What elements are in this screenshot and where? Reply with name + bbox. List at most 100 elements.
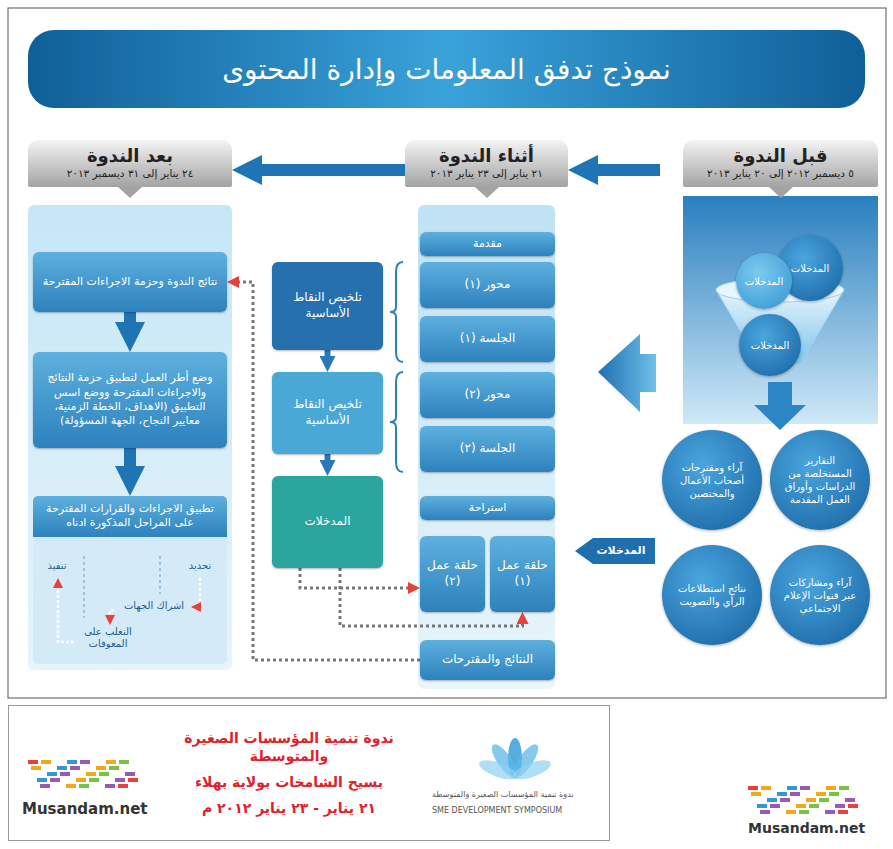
phase-panel: [28, 205, 232, 670]
logo-bar: [31, 766, 41, 770]
node-text: حلقة عمل (٢): [426, 558, 479, 589]
node-text: الجلسة (١): [460, 331, 515, 347]
node-text: تلخيص النقاط الأساسية: [278, 290, 377, 321]
node-text: استراحة: [469, 501, 506, 515]
logo-bar: [796, 804, 806, 808]
summary-box: تلخيص النقاط الأساسية: [272, 372, 383, 454]
diagram-title: نموذج تدفق المعلومات وإدارة المحتوى: [28, 30, 865, 108]
node-text: حلقة عمل (١): [496, 558, 549, 589]
node-text: نتائج الندوة وحزمة الاجراءات المقترحة: [43, 275, 218, 289]
node-text: ٢١ يناير - ٢٣ يناير ٢٠١٢ م: [202, 799, 376, 817]
logo-bar: [106, 760, 116, 764]
node-text: بسيح الشامخات بولاية بهلاء: [195, 773, 383, 791]
process-box: نتائج الندوة وحزمة الاجراءات المقترحة: [33, 252, 227, 312]
logo-bar: [109, 766, 119, 770]
logo-bar: [57, 766, 67, 770]
process-box: وضع أطر العمل لتطبيق حزمة النتائج والاجر…: [33, 352, 227, 448]
logo-bar: [80, 760, 90, 764]
phase-column: قبل الندوة٥ ديسمبر ٢٠١٢ إلى ٢٠ يناير ٢٠١…: [660, 140, 885, 692]
phase-dates: ٢٤ يناير إلى ٣١ ديسمبر ٢٠١٣: [32, 167, 228, 181]
logo-bar: [37, 778, 47, 782]
phase-column: أثناء الندوة٢١ يناير إلى ٢٣ يناير ٢٠١٣ مق…: [405, 140, 568, 692]
flow-connector: [250, 164, 405, 176]
logo-bar: [838, 810, 848, 814]
node-text: المدخلات: [791, 262, 829, 275]
musandam-logo: [28, 760, 858, 814]
node-text: التقارير المستخلصة من الدراسات وأوراق ال…: [782, 454, 858, 506]
logo-bar: [829, 792, 839, 796]
logo-bar: [86, 772, 96, 776]
logo-bar: [761, 786, 771, 790]
agenda-box: النتائج والمقترحات: [420, 640, 555, 680]
agenda-box: محور (١): [420, 262, 555, 308]
logo-bar: [760, 810, 770, 814]
logo-bar: [826, 786, 836, 790]
agenda-box: الجلسة (١): [420, 316, 555, 362]
node-text: المدخلات: [597, 544, 646, 558]
node-text: وضع أطر العمل لتطبيق حزمة النتائج والاجر…: [41, 371, 219, 428]
logo-petal: [511, 756, 553, 783]
agenda-bar: استراحة: [420, 496, 555, 520]
logo-bar: [119, 760, 129, 764]
logo-bar: [40, 784, 50, 788]
workshop-box: حلقة عمل (٢): [420, 536, 485, 612]
node-text: تلخيص النقاط الأساسية: [278, 397, 377, 428]
node-text: محور (٢): [465, 387, 511, 403]
stage-panel: [33, 496, 227, 664]
node-text: مقدمة: [473, 237, 502, 251]
node-text: الجلسة (٢): [460, 441, 515, 457]
logo-bar: [41, 760, 51, 764]
stage-divider: [83, 556, 85, 618]
phase-tab: بعد الندوة٢٤ يناير إلى ٣١ ديسمبر ٢٠١٣: [28, 140, 232, 187]
logo-bar: [809, 804, 819, 808]
logo-bar: [770, 804, 780, 808]
logo-text: Musandam.net: [22, 800, 148, 818]
logo-bar: [99, 772, 109, 776]
logo-bar: [845, 798, 855, 802]
node-text: آراء ومقترحات أصحاب الأعمال والمختصين: [674, 461, 750, 500]
node-text: النتائج والمقترحات: [442, 652, 533, 668]
process-box: تطبيق الاجراءات والقرارات المقترحة على ا…: [33, 496, 227, 664]
logo-text: ندوة تنمية المؤسسات الصغيرة والمتوسطة: [432, 790, 574, 800]
logo-bar: [816, 792, 826, 796]
stage-label: تنفيذ: [34, 560, 80, 572]
logo-bar: [757, 804, 767, 808]
logo-bar: [825, 810, 835, 814]
logo-text: SME DEVELOPMENT SYMPOSIUM: [432, 806, 562, 816]
logo-bar: [806, 798, 816, 802]
logo-bar: [76, 778, 86, 782]
title-banner: [28, 30, 865, 108]
logo-bar: [28, 760, 38, 764]
source-circle: نتائج استطلاعات الرأي والتصويت: [662, 545, 762, 645]
logo-bar: [777, 792, 787, 796]
phase-tab: أثناء الندوة٢١ يناير إلى ٢٣ يناير ٢٠١٣: [405, 140, 568, 187]
source-circle: آراء ومقترحات أصحاب الأعمال والمختصين: [662, 430, 762, 530]
phase-column: بعد الندوة٢٤ يناير إلى ٣١ ديسمبر ٢٠١٣ نتا…: [28, 140, 232, 670]
logo-petal: [477, 756, 519, 783]
step-line: [110, 610, 114, 618]
input-callout: المدخلات: [575, 538, 655, 564]
diagram-frame: [8, 8, 886, 698]
logo-bar: [800, 786, 810, 790]
logo-bar: [799, 810, 809, 814]
logo-bar: [748, 786, 758, 790]
logo-bar: [50, 778, 60, 782]
step-line: [198, 578, 200, 607]
node-text: المدخلات: [751, 339, 789, 352]
logo-bar: [125, 772, 135, 776]
agenda-box: محور (٢): [420, 372, 555, 418]
down-arrow: [754, 382, 806, 430]
logo-bar: [128, 778, 138, 782]
symposium-logo: [477, 738, 553, 783]
input-circle: المدخلات: [736, 253, 792, 309]
source-circle: التقارير المستخلصة من الدراسات وأوراق ال…: [770, 430, 870, 530]
agenda-box: الجلسة (٢): [420, 426, 555, 472]
brace: [390, 262, 403, 362]
input-box: المدخلات: [272, 476, 383, 568]
workshop-box: حلقة عمل (١): [490, 536, 555, 612]
phase-title: أثناء الندوة: [409, 144, 564, 167]
feed-arrow: [598, 334, 656, 412]
phase-panel: [418, 205, 555, 689]
stage-label: تحديد: [176, 560, 224, 572]
logo-bar: [767, 798, 777, 802]
